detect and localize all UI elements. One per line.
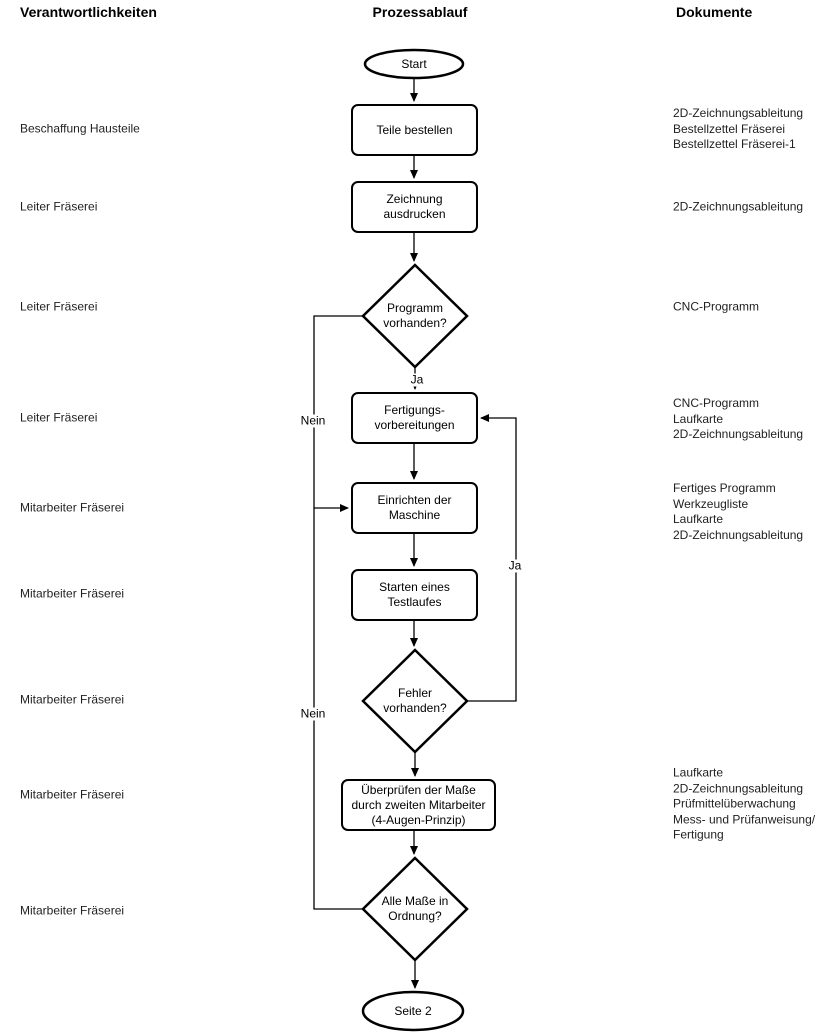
document-list: 2D-Zeichnungsableitung <box>673 199 804 214</box>
document-list: Fertiges Programm Werkzeugliste Laufkart… <box>673 481 804 542</box>
edge-label-program-nein: Nein <box>297 414 329 428</box>
responsibility-label: Mitarbeiter Fräserei <box>20 787 125 802</box>
responsibility-label: Mitarbeiter Fräserei <box>20 692 125 707</box>
responsibility-label: Leiter Fräserei <box>20 299 98 314</box>
production-prep-shape <box>351 392 478 444</box>
responsibility-label: Mitarbeiter Fräserei <box>20 903 125 918</box>
document-list: CNC-Programm Laufkarte 2D-Zeichnungsable… <box>673 395 804 441</box>
edge-label-program-ja: Ja <box>407 373 427 387</box>
responsibility-label: Mitarbeiter Fräserei <box>20 500 125 515</box>
nein-rail-connector <box>313 315 363 910</box>
errors-found-shape <box>361 648 469 754</box>
test-run-shape <box>351 569 478 621</box>
responsibility-label: Beschaffung Hausteile <box>20 121 140 136</box>
dimensions-ok-shape <box>361 856 469 962</box>
responsibility-label: Leiter Fräserei <box>20 410 98 425</box>
document-list: CNC-Programm <box>673 299 760 314</box>
dimension-check-shape <box>341 779 496 831</box>
machine-setup-shape <box>351 482 478 534</box>
print-drawing-shape <box>351 181 478 233</box>
column-header-process: Prozessablauf <box>372 4 468 20</box>
document-list: 2D-Zeichnungsableitung Bestellzettel Frä… <box>673 105 804 151</box>
start-node-shape <box>363 48 465 80</box>
order-parts-shape <box>351 104 478 156</box>
edge-label-errors-ja: Ja <box>505 559 525 573</box>
edge-label-dimensions-nein: Nein <box>297 707 329 721</box>
responsibility-label: Mitarbeiter Fräserei <box>20 586 125 601</box>
program-available-shape <box>361 263 469 369</box>
end-node-shape <box>361 990 465 1032</box>
column-header-documents: Dokumente <box>676 4 753 20</box>
flow-arrows <box>410 78 419 989</box>
column-header-responsibilities: Verantwortlichkeiten <box>20 4 157 20</box>
document-list: Laufkarte 2D-Zeichnungsableitung Prüfmit… <box>673 765 816 842</box>
responsibility-label: Leiter Fräserei <box>20 199 98 214</box>
